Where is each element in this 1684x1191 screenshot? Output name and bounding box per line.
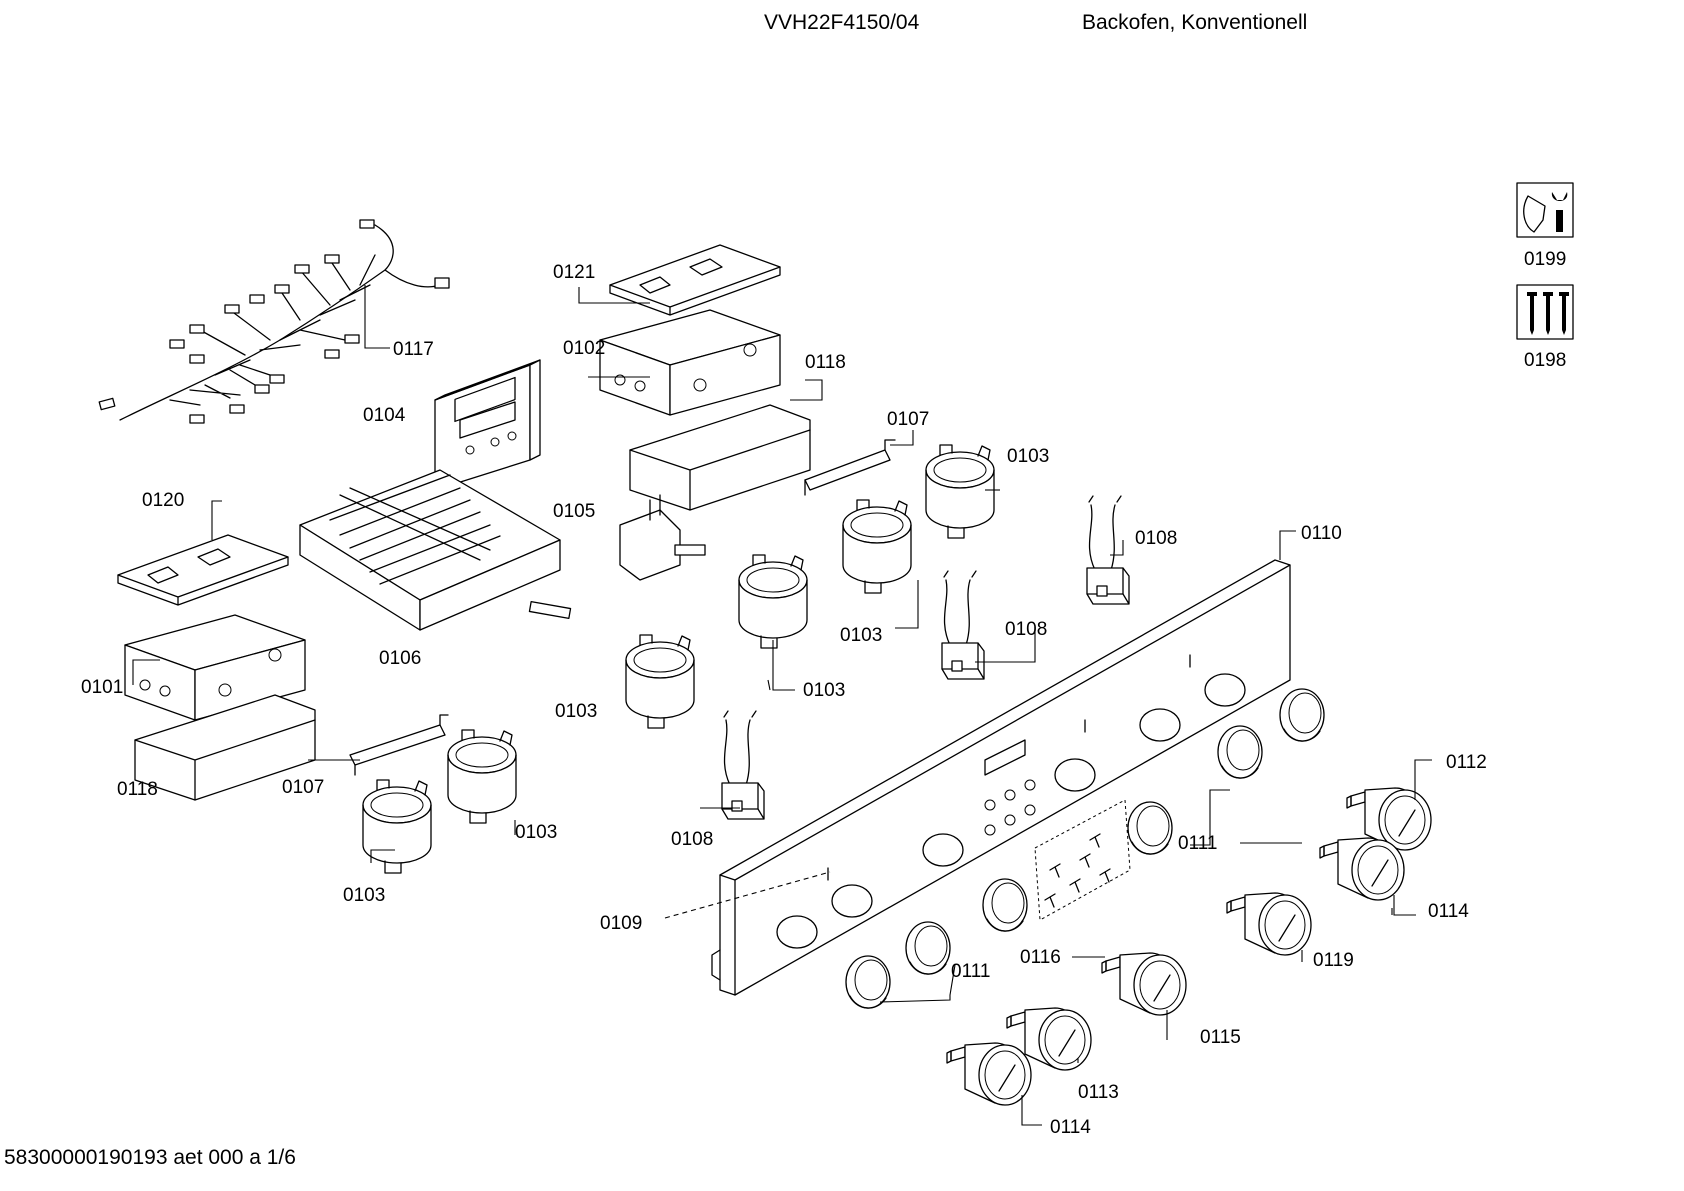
wiring-harness-0117: [98, 219, 450, 424]
sleeve-0103-f: [362, 779, 432, 874]
timer-module-0104: [434, 359, 541, 491]
callout-0103-b: 0103: [840, 625, 882, 646]
knob-0114-upper: [1319, 837, 1405, 901]
callout-0117: 0117: [393, 339, 434, 360]
knob-0115: [1101, 952, 1187, 1016]
callout-0101: 0101: [81, 677, 123, 698]
ring-0111-c: [982, 878, 1028, 932]
knob-0119: [1226, 892, 1312, 956]
screw-set-0116: [1034, 799, 1131, 921]
ring-0111-f: [1279, 688, 1325, 742]
callout-0108-b: 0108: [1005, 619, 1047, 640]
callout-0111-lower: 0111: [951, 961, 990, 982]
sleeve-0103-a: [925, 444, 995, 539]
callout-0107-lower: 0107: [282, 777, 324, 798]
knob-0114-lower: [946, 1042, 1032, 1106]
callout-0114-upper: 0114: [1428, 901, 1469, 922]
callout-0104: 0104: [363, 405, 406, 426]
model-number: VVH22F4150/04: [764, 11, 920, 34]
callout-0116: 0116: [1020, 947, 1061, 968]
callout-0110: 0110: [1301, 523, 1342, 544]
leader-lines: [132, 285, 1432, 1126]
bracket-0107-upper: [804, 439, 896, 496]
callout-0103-c: 0103: [803, 680, 845, 701]
callout-0105: 0105: [553, 501, 595, 522]
callout-0108-a: 0108: [1135, 528, 1177, 549]
selector-switch-0106: [299, 469, 572, 631]
callout-labels: 0117 0104 0121 0102 0118 0107 0103 0120 …: [81, 249, 1566, 1138]
sleeve-0103-c: [738, 554, 808, 649]
thermostat-0105: [619, 494, 706, 581]
sleeve-0103-b: [842, 499, 912, 594]
callout-0115: 0115: [1200, 1027, 1241, 1048]
callout-0112: 0112: [1446, 752, 1487, 773]
callout-0199: 0199: [1524, 249, 1566, 270]
callout-0113: 0113: [1078, 1082, 1119, 1103]
switch-0108-b: [941, 570, 985, 680]
document-footer-code: 58300000190193 aet 000 a 1/6: [4, 1146, 296, 1169]
sleeve-0103-e: [447, 729, 517, 824]
ring-0111-d: [1127, 801, 1173, 855]
callout-0119: 0119: [1313, 950, 1354, 971]
callout-0121: 0121: [553, 262, 595, 283]
sleeve-0103-d: [625, 634, 695, 729]
control-panel-0110: [711, 559, 1291, 996]
ring-0111-e: [1217, 725, 1263, 779]
callout-0103-e: 0103: [515, 822, 557, 843]
callout-0103-d: 0103: [555, 701, 597, 722]
callout-0111-right: 0111: [1178, 833, 1217, 854]
appliance-description: Backofen, Konventionell: [1082, 11, 1308, 34]
callout-0114-lower: 0114: [1050, 1117, 1091, 1138]
callout-0198: 0198: [1524, 350, 1566, 371]
callout-0118-lower: 0118: [117, 779, 158, 800]
ring-0111-a: [845, 955, 891, 1009]
bracket-0107-lower: [349, 714, 449, 776]
callout-0118-upper: 0118: [805, 352, 846, 373]
callout-0108-c: 0108: [671, 829, 713, 850]
callout-0102: 0102: [563, 338, 605, 359]
callout-0103-f: 0103: [343, 885, 385, 906]
ring-0111-b: [905, 921, 951, 975]
wrench-tool-icon: [1516, 182, 1574, 238]
callout-0103-a: 0103: [1007, 446, 1049, 467]
relay-assembly-left-0101: [117, 534, 316, 801]
callout-0107-upper: 0107: [887, 409, 929, 430]
callout-0109: 0109: [600, 913, 642, 934]
callout-0120: 0120: [142, 490, 184, 511]
switch-0108-c: [721, 710, 765, 820]
screws-icon: [1516, 284, 1574, 340]
callout-0106: 0106: [379, 648, 421, 669]
